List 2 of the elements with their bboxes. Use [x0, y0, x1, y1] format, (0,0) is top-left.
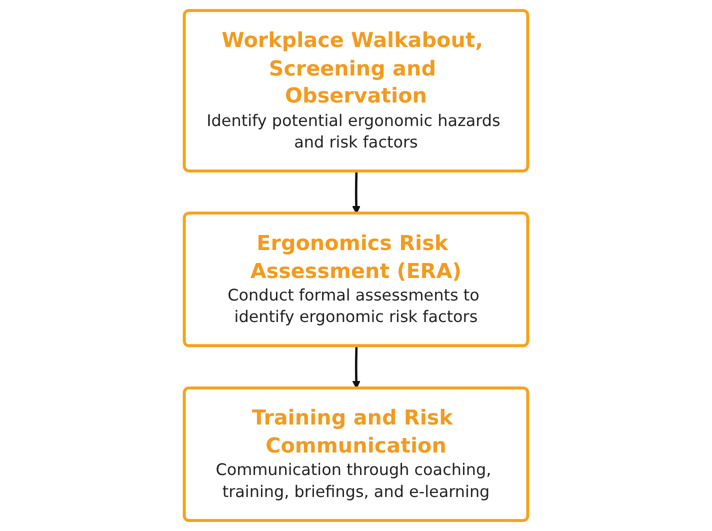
arrow [352, 346, 360, 389]
arrow [352, 171, 360, 214]
